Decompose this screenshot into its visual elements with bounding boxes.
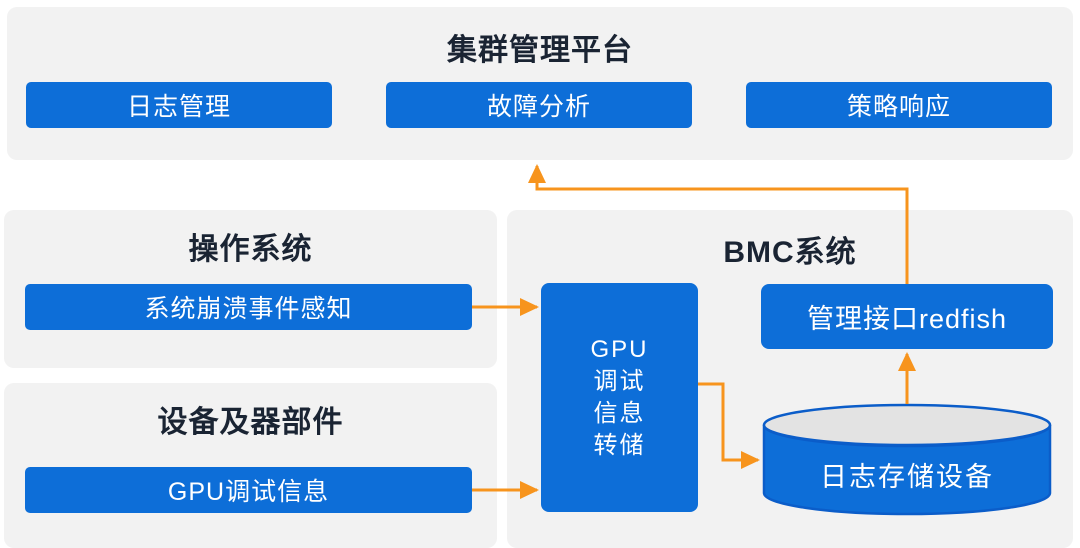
storage-cylinder-shape <box>762 403 1052 516</box>
bmc-panel-title: BMC系统 <box>723 236 857 269</box>
node-gpu-debug-dump: GPU 调试 信息 转储 <box>541 283 698 512</box>
node-log-management: 日志管理 <box>26 82 332 128</box>
dump-box-line: 转储 <box>593 431 646 459</box>
os-panel: 操作系统 系统崩溃事件感知 <box>4 210 497 368</box>
device-panel-title: 设备及器部件 <box>157 406 344 439</box>
device-panel: 设备及器部件 GPU调试信息 <box>4 383 497 548</box>
dump-box-line: 调试 <box>593 367 646 395</box>
node-redfish-interface: 管理接口redfish <box>761 284 1053 349</box>
cluster-management-panel: 集群管理平台 日志管理 故障分析 策略响应 <box>7 7 1073 160</box>
node-fault-analysis: 故障分析 <box>386 82 692 128</box>
bmc-panel: BMC系统 GPU 调试 信息 转储 管理接口redfish 日志存储设备 <box>507 210 1073 548</box>
node-log-storage: 日志存储设备 <box>762 403 1052 516</box>
dump-box-line: GPU <box>590 335 649 363</box>
cluster-panel-title: 集群管理平台 <box>447 34 633 67</box>
dump-box-line: 信息 <box>593 399 646 427</box>
node-gpu-debug-info: GPU调试信息 <box>25 467 472 513</box>
node-system-crash-detection: 系统崩溃事件感知 <box>25 284 472 330</box>
os-panel-title: 操作系统 <box>188 233 313 266</box>
node-policy-response: 策略响应 <box>746 82 1052 128</box>
storage-cylinder-label: 日志存储设备 <box>820 462 994 492</box>
